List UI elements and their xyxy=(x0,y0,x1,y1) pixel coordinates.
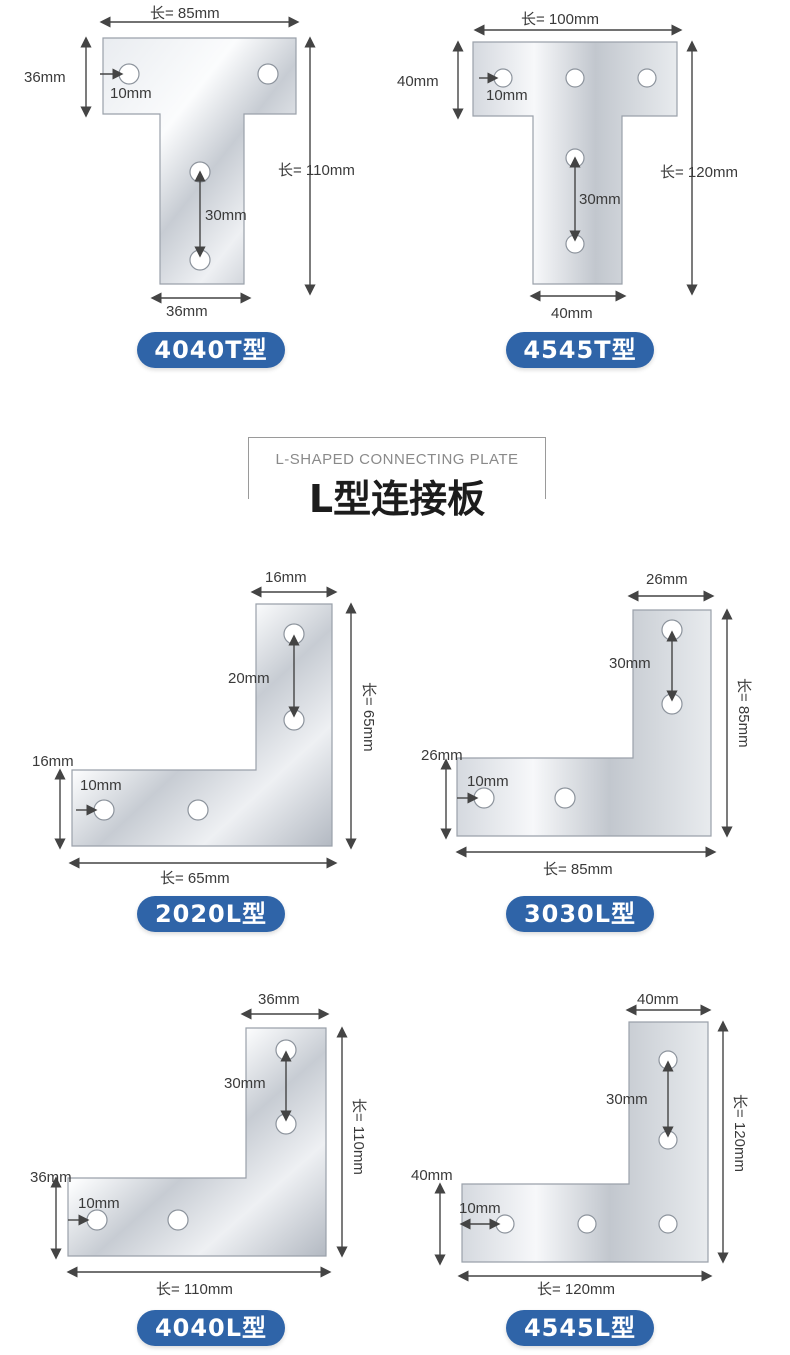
plate-hole xyxy=(637,68,657,88)
dim-hole: 10mm xyxy=(459,1200,501,1217)
dim-hole: 10mm xyxy=(467,773,509,790)
section-title: L型连接板 xyxy=(248,477,546,521)
dim-stem: 40mm xyxy=(551,305,593,322)
plate-4545l-drawing xyxy=(434,1004,729,1282)
l-plate-shape xyxy=(71,603,333,847)
dim-spacing: 30mm xyxy=(609,655,651,672)
model-badge: 4040L型 xyxy=(137,1310,285,1346)
l-plate-shape xyxy=(67,1027,327,1257)
plate-hole xyxy=(554,787,576,809)
l-plate-shape xyxy=(461,1021,709,1263)
product-3030l: 26mm 长= 85mm 30mm 26mm 10mm 长= 85mm 3030… xyxy=(395,560,790,940)
dim-height: 长= 120mm xyxy=(731,1094,748,1172)
section-header: L-SHAPED CONNECTING PLATE L型连接板 xyxy=(248,437,546,521)
plate-hole xyxy=(167,1209,189,1231)
dim-hole: 10mm xyxy=(110,85,152,102)
dim-arm: 36mm xyxy=(30,1169,72,1186)
dim-spacing: 30mm xyxy=(606,1091,648,1108)
header-frame xyxy=(248,437,546,499)
plate-hole xyxy=(658,1130,678,1150)
plate-hole xyxy=(473,787,495,809)
plate-hole xyxy=(189,249,211,271)
dim-spacing: 30mm xyxy=(205,207,247,224)
dim-hole: 10mm xyxy=(78,1195,120,1212)
dim-height: 长= 110mm xyxy=(350,1098,367,1175)
plate-3030l-drawing xyxy=(440,590,733,858)
dim-arm: 40mm xyxy=(411,1167,453,1184)
plate-hole xyxy=(577,1214,597,1234)
dim-width: 长= 110mm xyxy=(156,1281,233,1298)
plate-4040l-drawing xyxy=(50,1008,348,1278)
dim-height: 长= 120mm xyxy=(660,164,738,181)
plate-hole xyxy=(257,63,279,85)
dim-arm: 16mm xyxy=(32,753,74,770)
dim-width: 长= 120mm xyxy=(537,1281,615,1298)
model-badge: 4040T型 xyxy=(137,332,285,368)
plate-hole xyxy=(495,1214,515,1234)
plate-hole xyxy=(493,68,513,88)
plate-2020l-drawing xyxy=(54,586,357,869)
plate-hole xyxy=(118,63,140,85)
plate-hole xyxy=(86,1209,108,1231)
dim-arm: 40mm xyxy=(397,73,439,90)
dim-spacing: 20mm xyxy=(228,670,270,687)
t-plate-shape xyxy=(102,37,297,285)
plate-hole xyxy=(661,693,683,715)
plate-hole xyxy=(283,709,305,731)
section-subtitle: L-SHAPED CONNECTING PLATE xyxy=(275,451,519,468)
model-badge: 3030L型 xyxy=(506,896,654,932)
dim-hole: 10mm xyxy=(80,777,122,794)
dim-top: 40mm xyxy=(637,991,679,1008)
plate-hole xyxy=(565,234,585,254)
plate-4040t-drawing xyxy=(80,16,316,304)
section-title-text: L型连接板 xyxy=(300,477,494,521)
dim-stem: 36mm xyxy=(166,303,208,320)
plate-hole xyxy=(93,799,115,821)
model-badge: 4545L型 xyxy=(506,1310,654,1346)
dim-height: 长= 85mm xyxy=(735,678,752,748)
model-badge: 4545T型 xyxy=(506,332,654,368)
dim-height: 长= 110mm xyxy=(278,162,355,179)
dim-width: 长= 85mm xyxy=(150,5,220,22)
dim-width: 长= 85mm xyxy=(543,861,613,878)
plate-hole xyxy=(565,68,585,88)
plate-hole xyxy=(658,1214,678,1234)
dim-hole: 10mm xyxy=(486,87,528,104)
dim-arm: 36mm xyxy=(24,69,66,86)
dim-top: 26mm xyxy=(646,571,688,588)
dim-spacing: 30mm xyxy=(224,1075,266,1092)
dim-top: 16mm xyxy=(265,569,307,586)
model-badge: 2020L型 xyxy=(137,896,285,932)
product-4545t: 长= 100mm 40mm 10mm 长= 120mm 30mm 40mm 45… xyxy=(395,0,790,380)
product-4040t: 长= 85mm 36mm 10mm 长= 110mm 30mm 36mm 404… xyxy=(0,0,395,380)
plate-4545t-drawing xyxy=(452,24,698,302)
dim-spacing: 30mm xyxy=(579,191,621,208)
dim-top: 36mm xyxy=(258,991,300,1008)
l-plate-shape xyxy=(456,609,712,837)
dim-height: 长= 65mm xyxy=(360,682,377,752)
dim-width: 长= 100mm xyxy=(521,11,599,28)
product-4040l: 36mm 长= 110mm 30mm 36mm 10mm 长= 110mm 40… xyxy=(0,980,395,1355)
plate-hole xyxy=(275,1113,297,1135)
product-2020l: 16mm 长= 65mm 20mm 16mm 10mm 长= 65mm 2020… xyxy=(0,560,395,940)
dim-arm: 26mm xyxy=(421,747,463,764)
product-4545l: 40mm 长= 120mm 30mm 40mm 10mm 长= 120mm 45… xyxy=(395,980,790,1355)
plate-hole xyxy=(187,799,209,821)
dim-width: 长= 65mm xyxy=(160,870,230,887)
